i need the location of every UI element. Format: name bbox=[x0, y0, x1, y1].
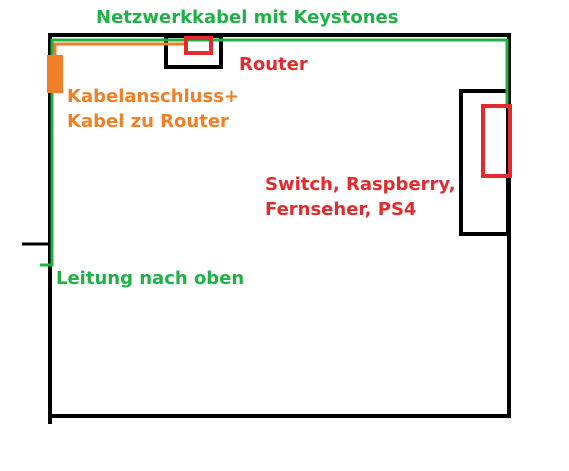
network-cable-line bbox=[40, 38, 509, 267]
network-cable-label: Netzwerkkabel mit Keystones bbox=[96, 7, 399, 28]
router-label: Router bbox=[239, 54, 308, 75]
cable-connection-label: Kabelanschluss+ Kabel zu Router bbox=[67, 86, 240, 132]
riser-cable-label: Leitung nach oben bbox=[56, 268, 245, 289]
router-device bbox=[184, 36, 213, 55]
cable-outlet bbox=[47, 55, 63, 93]
switch-device bbox=[481, 104, 512, 178]
devices-label: Switch, Raspberry, Fernseher, PS4 bbox=[265, 174, 456, 220]
